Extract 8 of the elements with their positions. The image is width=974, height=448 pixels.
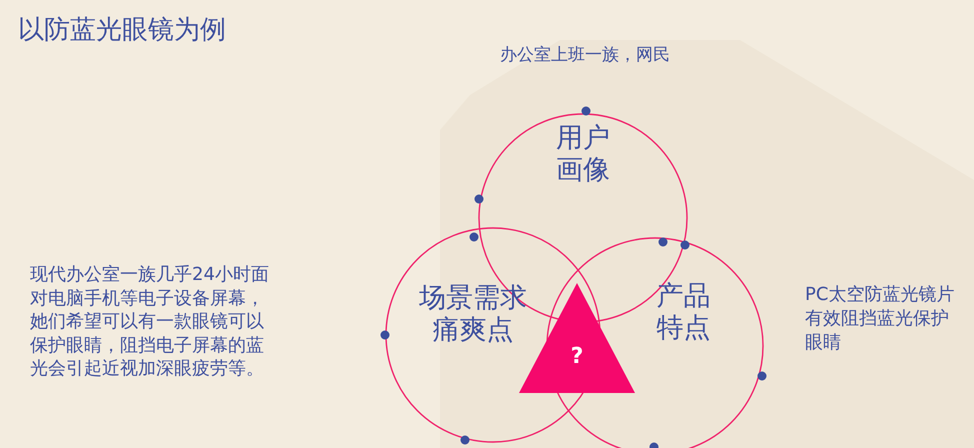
description-text: PC太空防蓝光镜片有效阻挡蓝光保护眼睛 xyxy=(805,283,956,355)
description-text: 现代办公室一族几乎24小时面对电脑手机等电子设备屏幕，她们希望可以有一款眼镜可以保护眼睛，阻挡电子屏幕的蓝光会引起近视加深眼疲劳等。 xyxy=(30,263,270,380)
description-text: 办公室上班一族，网民 xyxy=(499,44,671,66)
question-mark: ? xyxy=(570,344,584,370)
venn-circle xyxy=(385,227,601,443)
circle-label: 产品特点 xyxy=(655,280,712,346)
circle-label: 用户画像 xyxy=(554,122,611,188)
title: 以防蓝光眼镜为例 xyxy=(18,14,226,47)
